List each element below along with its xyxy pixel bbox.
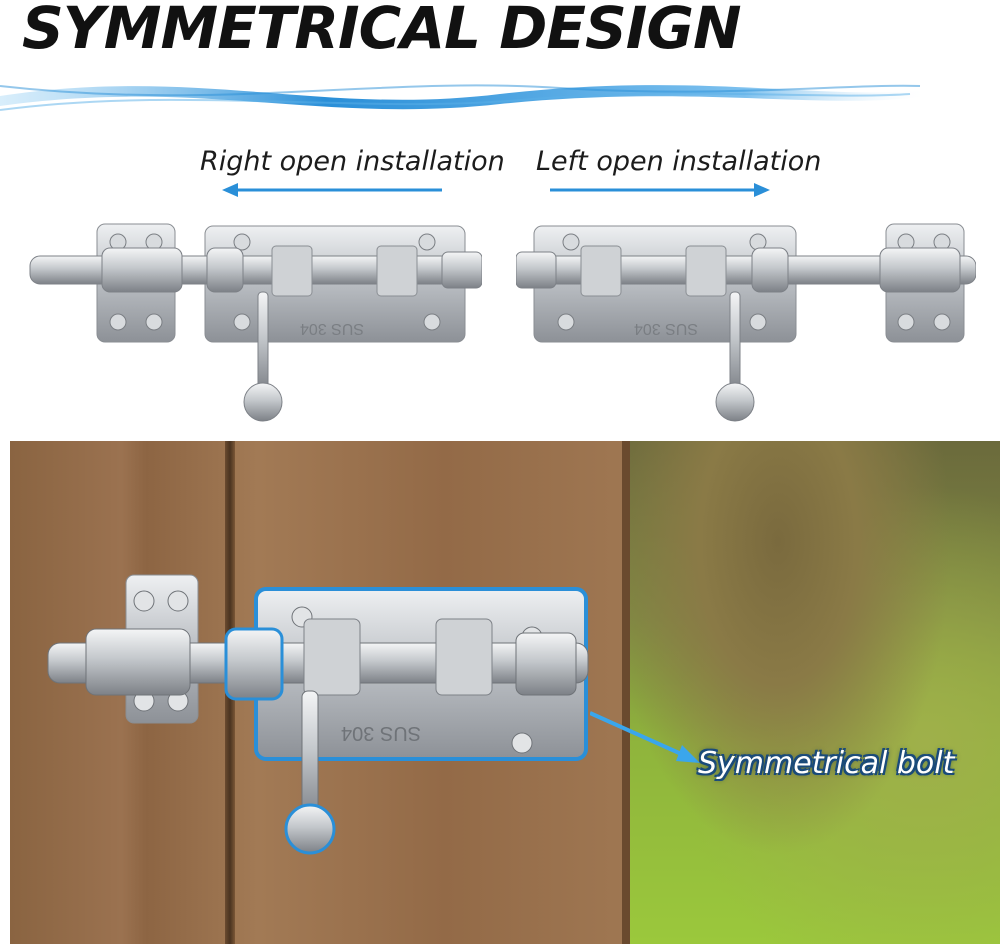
plate-marking-installed: SUS 304 <box>341 722 421 744</box>
decorative-wave <box>0 84 930 111</box>
installed-bolt: SUS 304 <box>47 574 589 855</box>
bolt-latch-right-open: SUS 304 <box>29 223 482 422</box>
page-title: SYMMETRICAL DESIGN <box>22 0 741 62</box>
arrow-right-icon <box>550 183 770 197</box>
frosted-glass <box>630 441 1000 944</box>
symmetrical-bolt-label: Symmetrical bolt <box>698 746 955 781</box>
door-edge <box>622 441 632 944</box>
installed-scene: SUS 304 Symmetrical bolt <box>10 441 1000 944</box>
plate-marking-right: SUS 304 <box>300 320 364 337</box>
bolt-latch-left-open: SUS 304 <box>516 223 976 422</box>
left-open-label: Left open installation <box>536 146 822 177</box>
plate-marking-left: SUS 304 <box>634 320 698 337</box>
right-open-label: Right open installation <box>200 146 505 177</box>
arrow-left-icon <box>222 183 442 197</box>
pointer-arrow-icon <box>590 711 700 763</box>
